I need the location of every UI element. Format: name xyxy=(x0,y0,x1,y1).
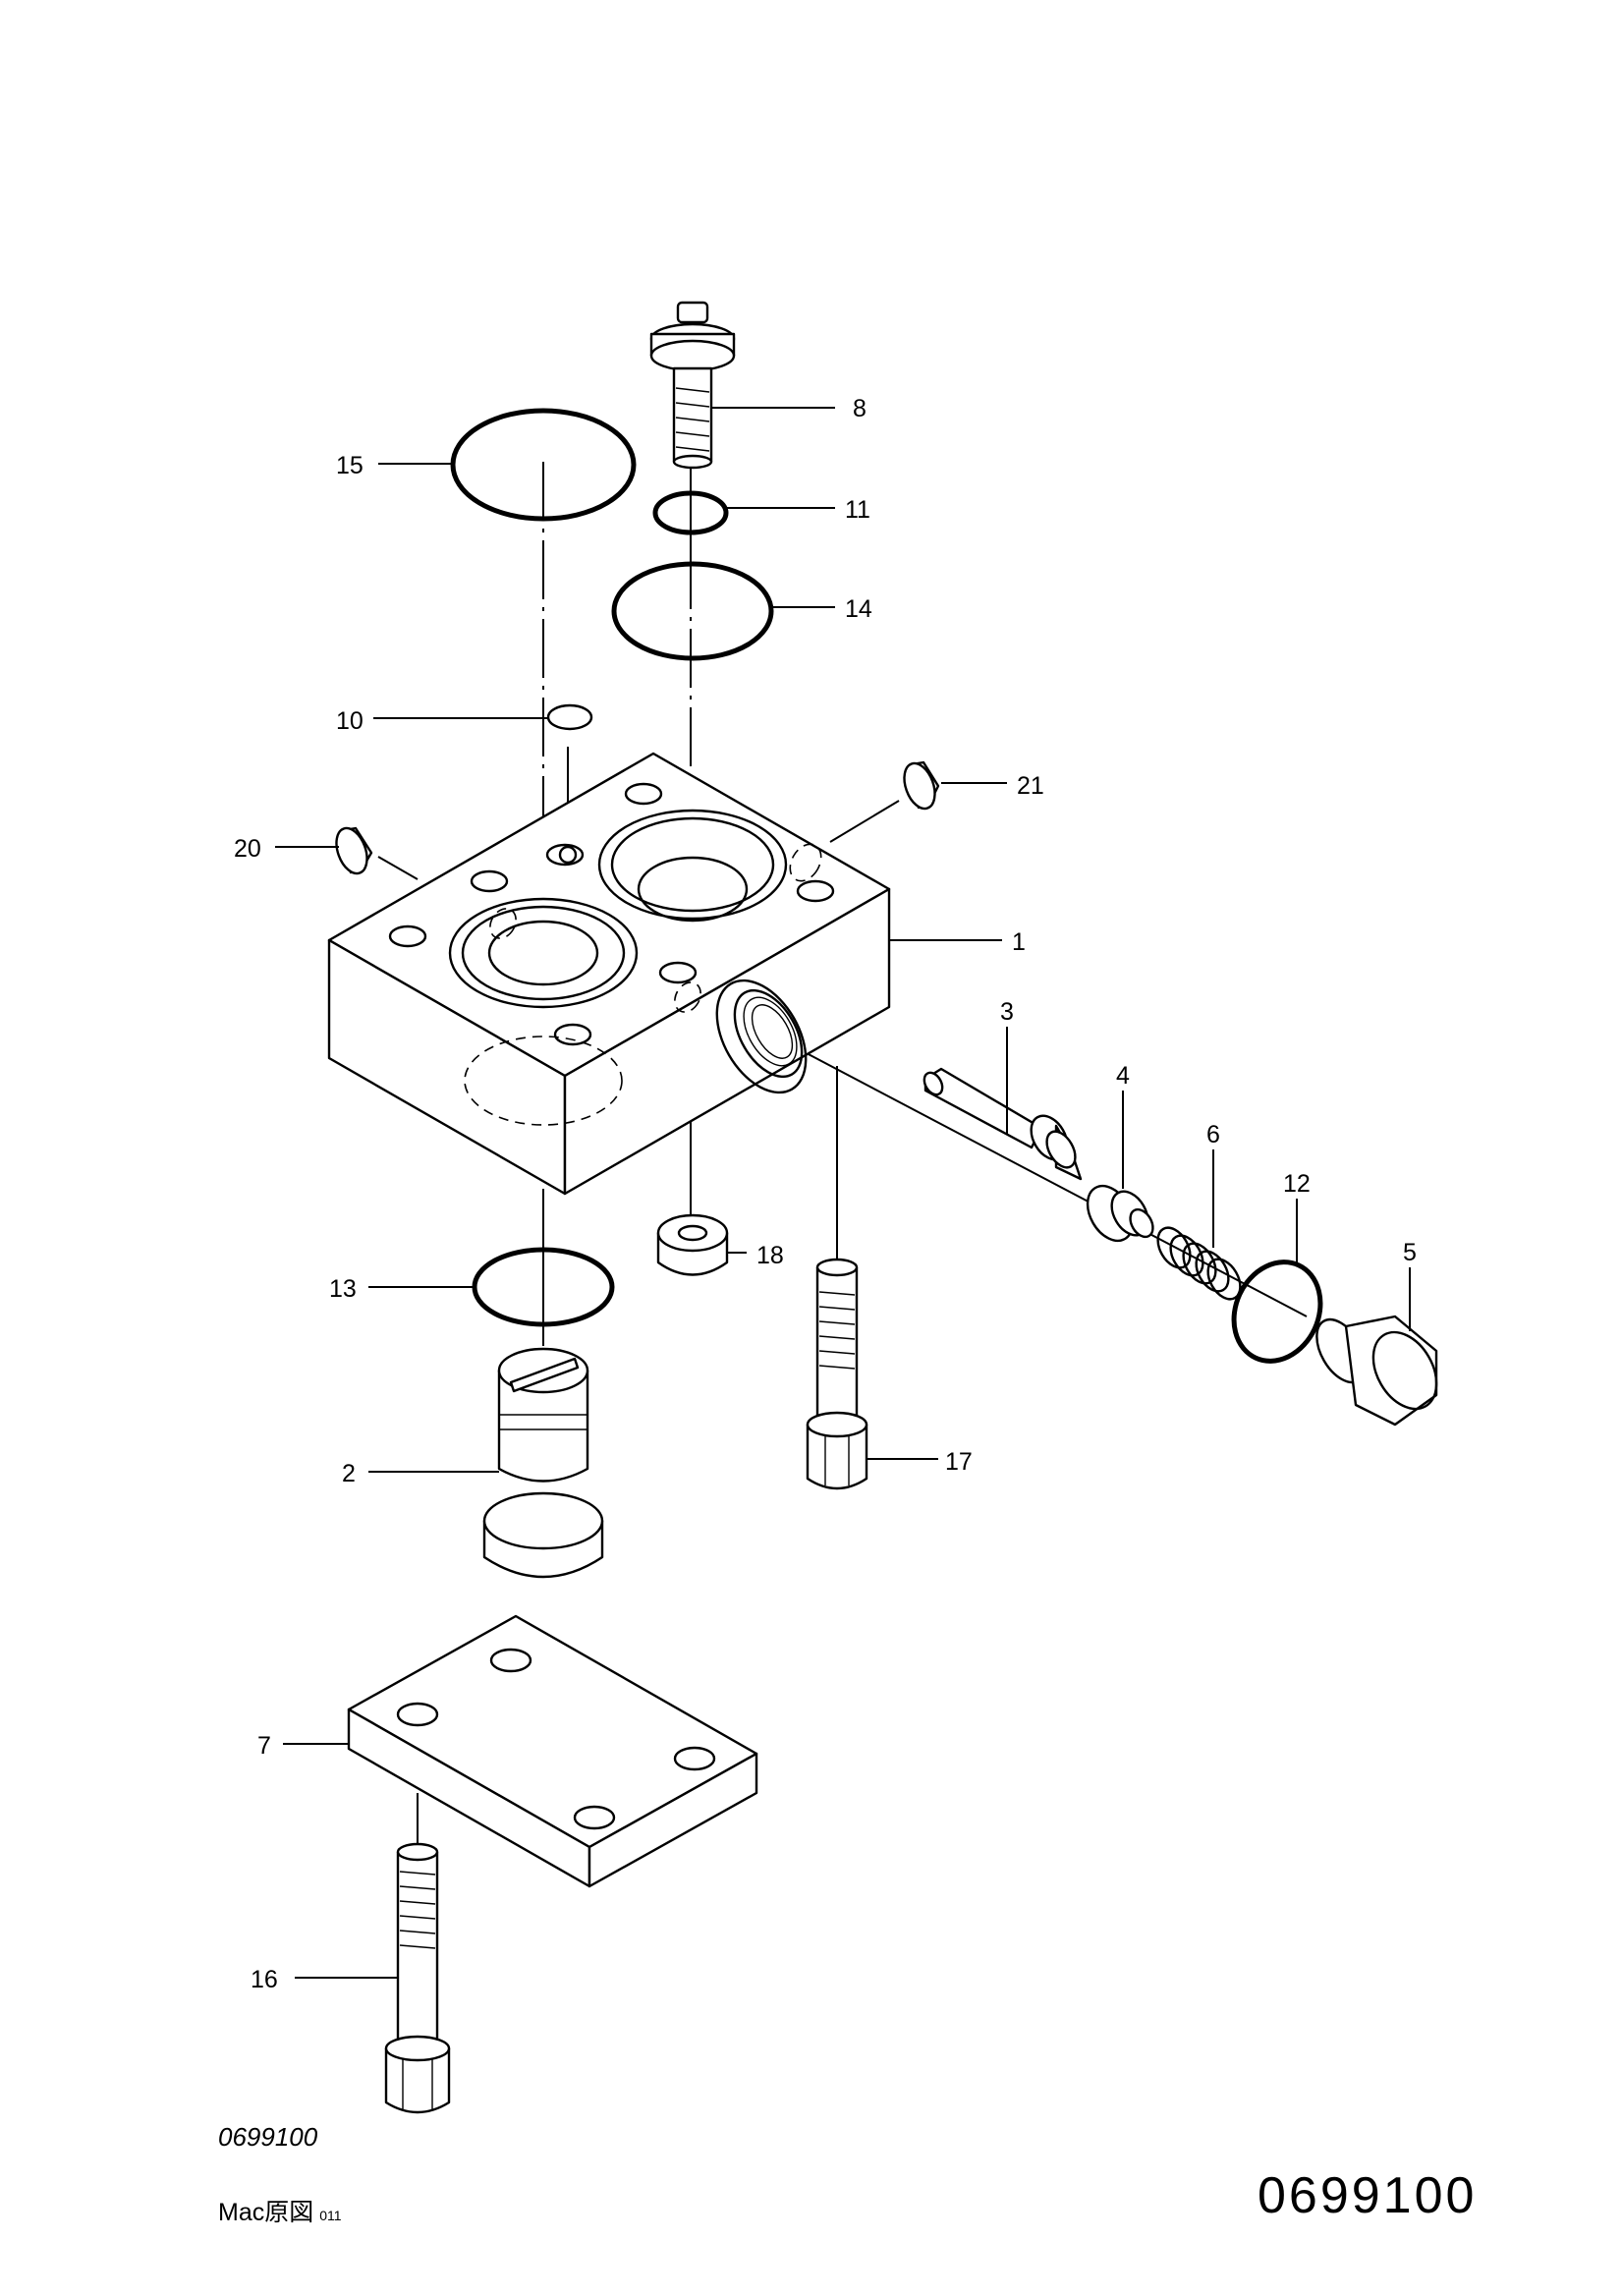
leader-21b xyxy=(829,800,900,843)
part-14-o-ring xyxy=(611,561,774,661)
callout-13: 13 xyxy=(329,1275,357,1303)
part-18-nut xyxy=(656,1213,729,1276)
callout-2: 2 xyxy=(342,1460,356,1487)
part-11-o-ring xyxy=(652,490,729,535)
page-code: 0699100 xyxy=(1258,2167,1478,2224)
part-16-cap-screw xyxy=(384,1842,451,2114)
callout-10: 10 xyxy=(336,707,364,735)
drawing-code-label: 0699100 xyxy=(218,2122,318,2152)
callout-17: 17 xyxy=(945,1448,973,1476)
callout-5: 5 xyxy=(1403,1239,1417,1266)
callout-12: 12 xyxy=(1283,1170,1311,1198)
part-12-o-ring xyxy=(1231,1260,1323,1364)
part-8-bolt xyxy=(649,301,736,470)
callout-8: 8 xyxy=(853,395,867,422)
callout-1: 1 xyxy=(1012,928,1026,956)
part-17-cap-screw xyxy=(806,1258,868,1490)
callout-21: 21 xyxy=(1017,772,1044,800)
part-4-seat xyxy=(1086,1184,1154,1243)
part-3-poppet xyxy=(923,1067,1083,1181)
callout-7: 7 xyxy=(257,1732,271,1760)
source-label: Mac原図 011 xyxy=(218,2193,342,2228)
callout-15: 15 xyxy=(336,452,364,479)
callout-20: 20 xyxy=(234,835,261,863)
callout-11: 11 xyxy=(845,496,870,524)
callout-16: 16 xyxy=(251,1966,278,1993)
callout-4: 4 xyxy=(1116,1062,1130,1090)
part-21-plug xyxy=(903,760,940,811)
leader-20b xyxy=(377,856,419,880)
callout-18: 18 xyxy=(756,1242,784,1269)
part-5-hex-plug xyxy=(1315,1315,1438,1427)
callout-14: 14 xyxy=(845,595,872,623)
part-6-spring xyxy=(1156,1226,1242,1301)
axis-line-side xyxy=(746,1021,1308,1317)
source-suffix: 011 xyxy=(319,2208,342,2223)
part-1-valve-block xyxy=(327,752,891,1196)
callout-6: 6 xyxy=(1206,1121,1220,1148)
part-10-o-ring xyxy=(546,703,593,731)
part-20-plug xyxy=(335,826,373,875)
callout-3: 3 xyxy=(1000,998,1014,1026)
part-2-spool-plug xyxy=(482,1347,604,1579)
source-label-text: Mac原図 xyxy=(218,2199,314,2226)
part-7-plate xyxy=(347,1614,758,1888)
